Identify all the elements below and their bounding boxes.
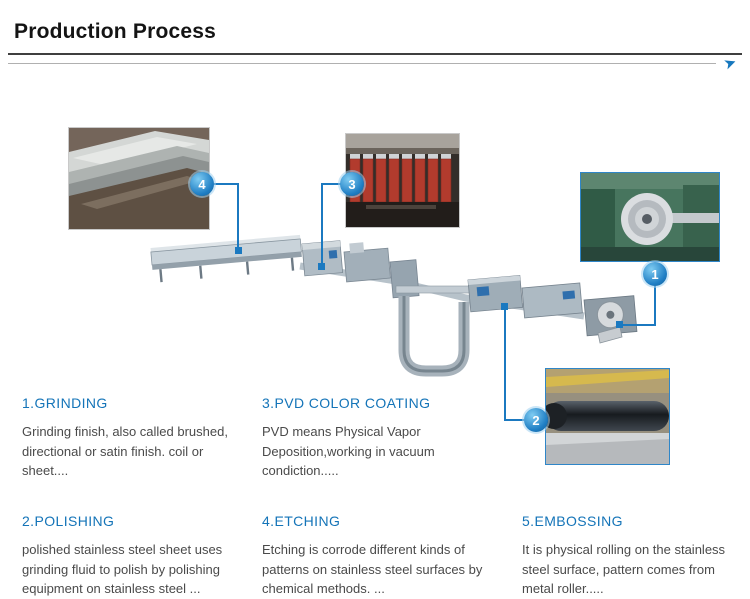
page-title: Production Process: [14, 20, 216, 43]
header-divider: [8, 53, 742, 55]
section-grinding-body: Grinding finish, also called brushed, di…: [22, 424, 228, 478]
photo-coil-machine: [580, 172, 720, 262]
section-polishing-body: polished stainless steel sheet uses grin…: [22, 542, 223, 596]
section-etching-heading: 4.ETCHING: [262, 513, 341, 529]
section-polishing-heading: 2.POLISHING: [22, 513, 115, 529]
section-polishing: 2.POLISHING polished stainless steel she…: [22, 513, 244, 599]
sheets-photo-art: [69, 128, 209, 229]
section-etching: 4.ETCHING Etching is corrode different k…: [262, 513, 488, 599]
section-embossing-heading: 5.EMBOSSING: [522, 513, 623, 529]
section-grinding: 1.GRINDING Grinding finish, also called …: [22, 395, 234, 481]
callout-badge-1: 1: [643, 262, 667, 286]
callout-badge-4: 4: [190, 172, 214, 196]
section-embossing: 5.EMBOSSING It is physical rolling on th…: [522, 513, 744, 599]
header-subdivider: [8, 63, 716, 64]
section-etching-body: Etching is corrode different kinds of pa…: [262, 542, 483, 596]
photo-grinding-sheets: [68, 127, 210, 230]
emboss-photo-art: [546, 369, 669, 464]
section-grinding-heading: 1.GRINDING: [22, 395, 108, 411]
callout-badge-2: 2: [524, 408, 548, 432]
coil-photo-art: [581, 173, 719, 261]
section-pvd-heading: 3.PVD COLOR COATING: [262, 395, 431, 411]
section-pvd-body: PVD means Physical Vapor Deposition,work…: [262, 424, 435, 478]
section-embossing-body: It is physical rolling on the stainless …: [522, 542, 726, 596]
section-pvd-color-coating: 3.PVD COLOR COATING PVD means Physical V…: [262, 395, 462, 481]
callout-badge-3: 3: [340, 172, 364, 196]
pvd-photo-art: [346, 134, 459, 227]
photo-embossing-roller: [545, 368, 670, 465]
photo-pvd-line: [345, 133, 460, 228]
